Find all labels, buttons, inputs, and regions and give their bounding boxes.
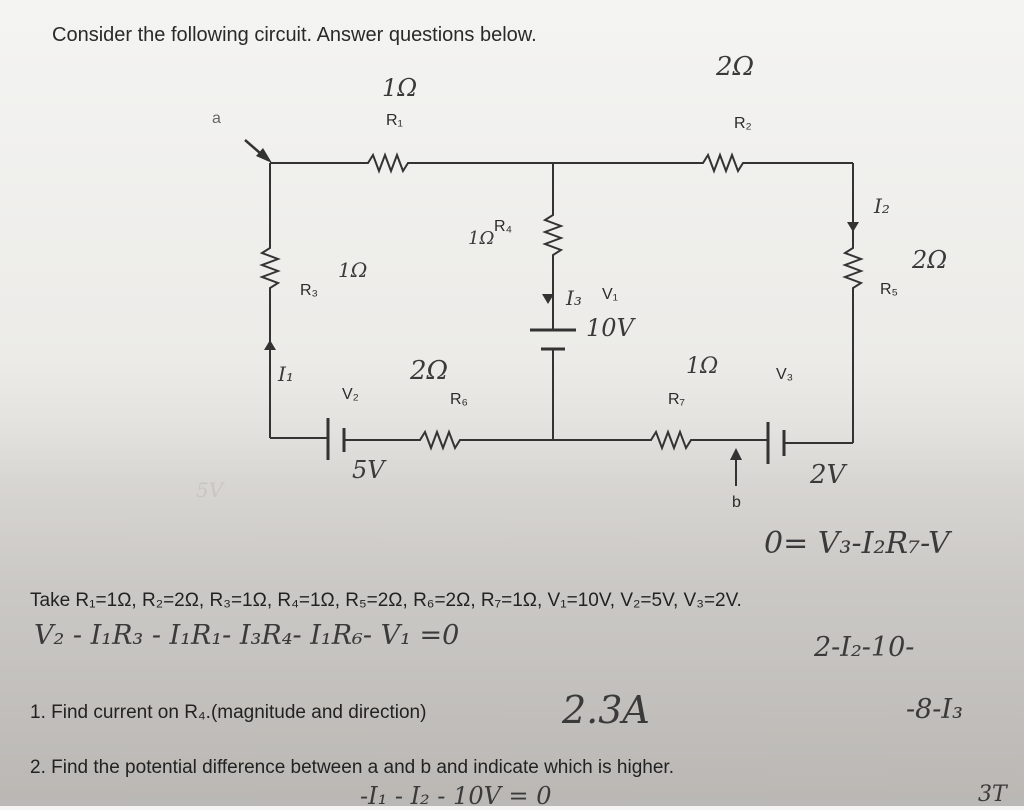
- hand-r6-value: 2Ω: [410, 356, 449, 386]
- hand-equation-bottom: -I₁ - I₂ - 10V = 0: [360, 782, 552, 810]
- given-values: Take R₁=1Ω, R₂=2Ω, R₃=1Ω, R₄=1Ω, R₅=2Ω, …: [30, 590, 742, 611]
- arrowhead-b: [730, 448, 742, 460]
- label-r7: R₇: [668, 391, 686, 408]
- hand-r3-value: 1Ω: [338, 258, 368, 282]
- hand-sv: 5V: [196, 478, 224, 502]
- problem-heading: Consider the following circuit. Answer q…: [52, 24, 537, 46]
- hand-equation-loop1: V₂ - I₁R₃ - I₁R₁- I₃R₄- I₁R₆- V₁ =0: [34, 620, 460, 651]
- hand-i1: I₁: [278, 362, 294, 386]
- top-wire: [270, 152, 853, 174]
- label-r4: R₄: [494, 218, 513, 235]
- label-v2: V₂: [342, 386, 359, 403]
- hand-r4-value: 1Ω: [468, 228, 495, 249]
- hand-r7-value: 1Ω: [686, 354, 719, 379]
- label-r3: R₃: [300, 282, 319, 299]
- hand-equation-right1: 2-I₂-10-: [814, 632, 915, 663]
- label-r2: R₂: [734, 115, 752, 132]
- left-wire: [259, 163, 281, 438]
- label-r1: R₁: [386, 112, 403, 129]
- hand-r5-value: 2Ω: [912, 246, 948, 274]
- hand-r1-value: 1Ω: [382, 74, 418, 102]
- paper-shadow: [0, 430, 1024, 806]
- label-v1: V₁: [602, 286, 619, 303]
- question-2: 2. Find the potential difference between…: [30, 757, 674, 778]
- hand-i3: I₃: [566, 286, 582, 310]
- label-v3: V₃: [776, 366, 794, 383]
- hand-corner: 3T: [978, 782, 1007, 807]
- arrowhead-i1: [264, 340, 276, 350]
- label-r5: R₅: [880, 281, 898, 298]
- right-wire: [842, 163, 864, 443]
- hand-v1-value: 10V: [586, 314, 634, 342]
- hand-i2: I₂: [874, 194, 890, 218]
- hand-r2-value: 2Ω: [716, 52, 755, 82]
- middle-wire: [542, 163, 564, 330]
- arrowhead-i3: [542, 294, 554, 304]
- label-r6: R₆: [450, 391, 469, 408]
- arrowhead-i2: [847, 222, 859, 232]
- hand-equation-loop2: 0= V₃-I₂R₇-V: [764, 526, 950, 561]
- arrowhead-a: [256, 148, 272, 163]
- hand-v3-value: 2V: [810, 460, 846, 490]
- hand-answer-1: 2.3A: [562, 688, 650, 732]
- label-a: a: [212, 110, 221, 127]
- question-1: 1. Find current on R₄.(magnitude and dir…: [30, 702, 427, 723]
- hand-equation-right2: -8-I₃: [906, 694, 963, 725]
- label-b: b: [732, 494, 741, 511]
- bottom-wire-mid: [344, 429, 768, 451]
- hand-v2-value: 5V: [352, 456, 385, 484]
